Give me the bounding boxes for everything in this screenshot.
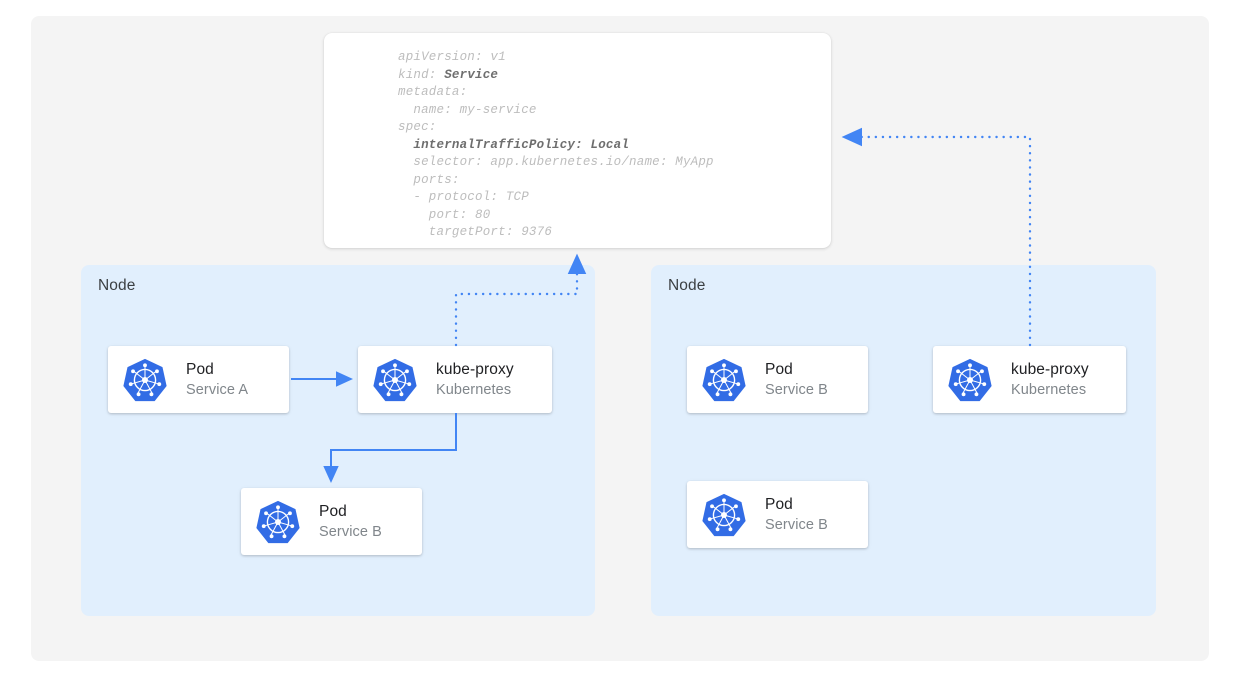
kubernetes-icon (256, 500, 300, 543)
kubernetes-icon (702, 358, 746, 401)
card-pod-service-b-right-top[interactable]: Pod Service B (687, 346, 868, 413)
node-right-label: Node (668, 277, 706, 294)
node-left-label: Node (98, 277, 136, 294)
card-pod-service-b-right-bottom[interactable]: Pod Service B (687, 481, 868, 548)
card-pod-service-b-left[interactable]: Pod Service B (241, 488, 422, 555)
card-subtitle: Service B (765, 516, 828, 533)
kubernetes-icon (373, 358, 417, 401)
kubernetes-icon (123, 358, 167, 401)
card-text: Pod Service B (765, 360, 828, 400)
card-title: kube-proxy (1011, 360, 1089, 378)
card-subtitle: Service B (319, 523, 382, 540)
kubernetes-icon (948, 358, 992, 401)
node-left: Node (81, 265, 595, 616)
card-subtitle: Service A (186, 381, 249, 398)
card-subtitle: Kubernetes (436, 381, 512, 398)
card-text: Pod Service A (186, 360, 248, 400)
card-kube-proxy-left[interactable]: kube-proxy Kubernetes (358, 346, 552, 413)
card-title: Pod (765, 495, 793, 513)
card-title: Pod (186, 360, 214, 378)
card-title: Pod (319, 502, 347, 520)
card-text: Pod Service B (319, 502, 382, 542)
card-pod-service-a[interactable]: Pod Service A (108, 346, 289, 413)
card-subtitle: Kubernetes (1011, 381, 1087, 398)
card-title: kube-proxy (436, 360, 514, 378)
service-manifest-code: apiVersion: v1 kind: Service metadata: n… (398, 50, 714, 239)
card-text: Pod Service B (765, 495, 828, 535)
service-manifest-panel: apiVersion: v1 kind: Service metadata: n… (324, 33, 831, 248)
diagram-canvas: apiVersion: v1 kind: Service metadata: n… (31, 16, 1209, 661)
card-title: Pod (765, 360, 793, 378)
kubernetes-icon (702, 493, 746, 536)
card-kube-proxy-right[interactable]: kube-proxy Kubernetes (933, 346, 1126, 413)
card-subtitle: Service B (765, 381, 828, 398)
node-right: Node (651, 265, 1156, 616)
card-text: kube-proxy Kubernetes (436, 360, 514, 400)
card-text: kube-proxy Kubernetes (1011, 360, 1089, 400)
